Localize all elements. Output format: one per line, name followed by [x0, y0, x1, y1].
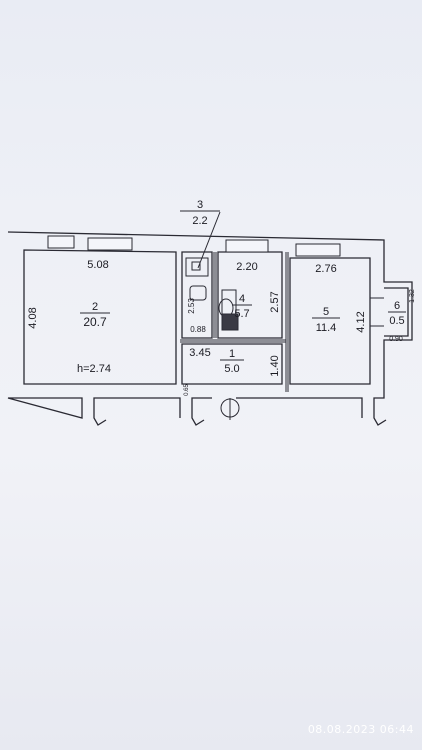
partitions — [180, 252, 289, 392]
room6-area: 0.5 — [389, 315, 404, 327]
room2-area: 20.7 — [83, 315, 107, 329]
room6-number: 6 — [394, 300, 400, 312]
dim-r3-width: 0.88 — [190, 325, 206, 334]
dim-r4-depth: 2.57 — [269, 291, 281, 312]
toilet-icon — [189, 285, 207, 301]
dim-r4-width: 2.20 — [236, 261, 257, 273]
dim-small: 0.65 — [184, 384, 190, 396]
balcony-door — [370, 297, 384, 327]
room4-number: 4 — [239, 293, 245, 305]
ceiling-height: h=2.74 — [77, 363, 111, 375]
exterior-walls — [7, 231, 413, 426]
room3-area: 2.2 — [192, 215, 207, 227]
dim-r3-depth: 2.53 — [187, 298, 196, 314]
stove-icon — [221, 313, 239, 331]
room1-number: 1 — [229, 348, 235, 360]
dim-r6-width: 0.90 — [389, 336, 403, 343]
room5-number: 5 — [323, 306, 329, 318]
room4-area: 5.7 — [234, 308, 249, 320]
room3-number: 3 — [197, 199, 203, 211]
room5-area: 11.4 — [316, 322, 337, 334]
room2-number: 2 — [92, 301, 98, 313]
dim-r1-width: 3.45 — [189, 347, 210, 359]
windows — [47, 235, 341, 257]
room1-area: 5.0 — [224, 363, 239, 375]
dim-r1-depth: 1.40 — [269, 355, 281, 376]
kitchen-fixtures — [185, 257, 240, 420]
dim-r2-depth: 4.08 — [27, 307, 39, 328]
dim-r5-width: 2.76 — [315, 263, 336, 275]
dim-r2-width: 5.08 — [87, 259, 108, 271]
room3-pointer — [197, 211, 221, 269]
photo-timestamp: 08.08.2023 06:44 — [307, 723, 414, 736]
dim-r6-depth: 1.32 — [409, 289, 416, 303]
sink-icon — [185, 257, 209, 277]
dim-r5-depth: 4.12 — [355, 311, 367, 332]
